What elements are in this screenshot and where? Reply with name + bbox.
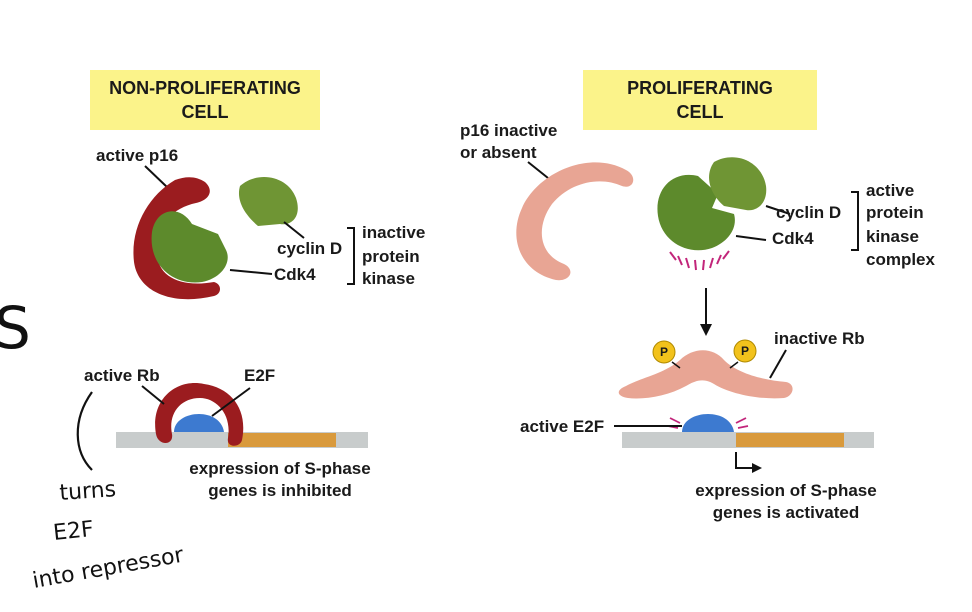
left-title-box: [90, 70, 320, 130]
p16-inactive-label-line1: p16 inactive: [460, 121, 557, 140]
cyclin-d-left-label: cyclin D: [277, 239, 342, 258]
inactive-rb-shape: [618, 350, 793, 399]
right-complex-line3: kinase: [866, 227, 919, 246]
active-rb-shape: [155, 383, 244, 446]
hand-line3: into repressor: [31, 543, 187, 594]
cyclin-d-left-pointer: [283, 221, 305, 239]
right-e2f-shape: [682, 413, 734, 432]
right-complex-line1: active: [866, 181, 914, 200]
left-e2f-shape: [174, 413, 224, 432]
active-p16-label: active p16: [96, 146, 178, 165]
left-title-line1: NON-PROLIFERATING: [109, 78, 301, 98]
hand-line2: E2F: [52, 517, 95, 546]
cyclin-d-right-label: cyclin D: [776, 203, 841, 222]
active-rb-label: active Rb: [84, 366, 160, 385]
cdk4-left-pointer: [229, 269, 273, 275]
cdk4-right-label: Cdk4: [772, 229, 814, 248]
inactive-p16-shape: [516, 162, 634, 281]
right-gene-region: [736, 433, 844, 447]
p16-inactive-pointer: [527, 161, 549, 179]
phosphate-2: [733, 339, 757, 363]
left-e2f-label: E2F: [244, 366, 275, 385]
phosphate-1-label: P: [660, 345, 668, 359]
active-rb-pointer: [141, 385, 165, 405]
active-p16-pointer: [144, 165, 169, 189]
transcription-arrow-shaft: [735, 452, 756, 469]
right-caption-line1: expression of S-phase: [695, 481, 876, 500]
active-p16-shape: [133, 177, 220, 300]
left-title-line2: CELL: [182, 102, 229, 122]
kinase-activity-rays: [669, 250, 730, 271]
left-caption-line2: genes is inhibited: [208, 481, 352, 500]
p16-inactive-label-line2: or absent: [460, 143, 537, 162]
left-gene-region: [228, 433, 336, 447]
hand-line1: turns: [59, 477, 117, 506]
right-complex-bracket: [851, 191, 859, 251]
left-e2f-pointer: [211, 387, 251, 417]
phosphate-1-bond: [671, 361, 681, 369]
cdk4-right-pointer: [735, 235, 767, 241]
right-title-line2: CELL: [677, 102, 724, 122]
phosphorylation-arrow-head: [700, 324, 712, 336]
right-complex-line4: complex: [866, 250, 936, 269]
right-caption-line2: genes is activated: [713, 503, 859, 522]
left-complex-line1: inactive: [362, 223, 425, 242]
left-panel: NON-PROLIFERATING CELL active p16 cyclin…: [84, 70, 425, 500]
right-complex-line2: protein: [866, 203, 924, 222]
inactive-rb-pointer: [769, 349, 787, 379]
right-panel: PROLIFERATING CELL p16 inactive or absen…: [460, 70, 936, 522]
left-complex-line2: protein: [362, 247, 420, 266]
hand-bracket: [76, 391, 93, 471]
active-e2f-label: active E2F: [520, 417, 604, 436]
margin-letter: S: [0, 294, 31, 362]
inactive-rb-label: inactive Rb: [774, 329, 865, 348]
right-title-box: [583, 70, 817, 130]
cyclin-d-left-shape: [238, 176, 298, 226]
right-title-line1: PROLIFERATING: [627, 78, 773, 98]
cdk4-left-label: Cdk4: [274, 265, 316, 284]
phosphate-2-label: P: [741, 344, 749, 358]
phosphate-1: [652, 340, 676, 364]
cyclin-d-right-pointer: [765, 205, 791, 215]
cdk4-left-shape: [151, 211, 228, 283]
transcription-arrow-head: [752, 463, 762, 473]
cyclin-d-right-shape: [709, 157, 767, 211]
left-complex-bracket: [347, 227, 355, 285]
phosphate-2-bond: [729, 361, 739, 369]
left-caption-line1: expression of S-phase: [189, 459, 370, 478]
left-complex-line3: kinase: [362, 269, 415, 288]
